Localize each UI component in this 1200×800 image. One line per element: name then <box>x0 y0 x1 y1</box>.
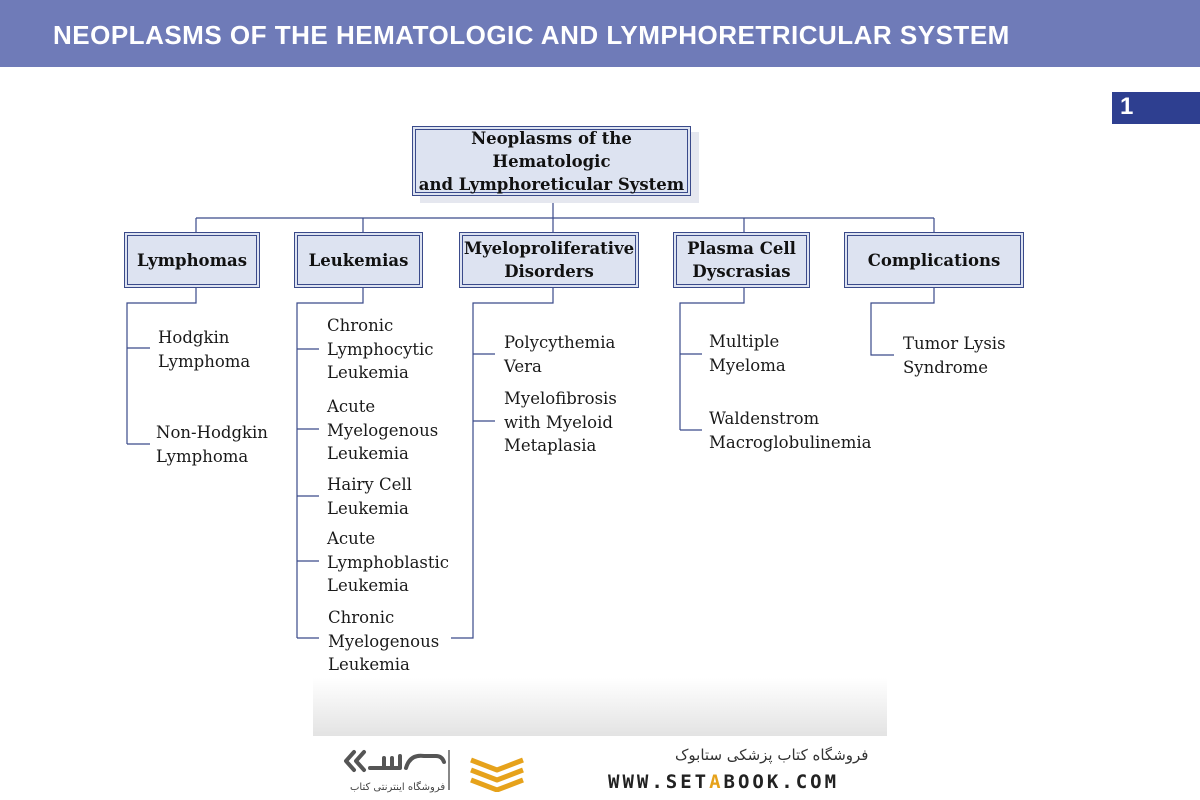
leaf-item: Multiple Myeloma <box>709 332 786 375</box>
leaf-item: Acute Myelogenous Leukemia <box>327 397 439 463</box>
page-title: NEOPLASMS OF THE HEMATOLOGIC AND LYMPHOR… <box>53 20 1010 50</box>
leaf-item: Acute Lymphoblastic Leukemia <box>327 529 450 595</box>
leaf-item: Waldenstrom Macroglobulinemia <box>709 409 872 452</box>
leaf-item: Hodgkin Lymphoma <box>158 328 251 371</box>
bottom-fade <box>313 678 887 736</box>
leaf-item: Non-Hodgkin Lymphoma <box>156 423 268 466</box>
setabook-logo-icon <box>344 750 450 790</box>
logo-subtitle: فروشگاه اینترنتی کتاب <box>350 782 446 793</box>
store-url-post: BOOK.COM <box>723 771 840 793</box>
root-node-line-2: and Lymphoreticular System <box>418 174 685 194</box>
root-node: Neoplasms of the Hematologic and Lymphor… <box>412 126 691 196</box>
store-url-accent: A <box>709 771 724 793</box>
category-label: Leukemias <box>308 250 409 270</box>
page-header: NEOPLASMS OF THE HEMATOLOGIC AND LYMPHOR… <box>0 0 1200 67</box>
leaf-item: Tumor Lysis Syndrome <box>903 334 1006 377</box>
category-node-5: Complications <box>844 232 1024 288</box>
leaf-item: Chronic Myelogenous Leukemia <box>328 608 440 674</box>
category-label: Myeloproliferative Disorders <box>463 239 635 281</box>
leaf-item: Polycythemia Vera <box>504 333 616 376</box>
category-label: Plasma Cell Dyscrasias <box>687 239 796 281</box>
leaf-item: Chronic Lymphocytic Leukemia <box>327 316 434 382</box>
store-url-pre: WWW.SET <box>608 771 710 793</box>
store-url[interactable]: WWW.SETABOOK.COM <box>608 771 839 793</box>
category-node-4: Plasma Cell Dyscrasias <box>673 232 810 288</box>
store-name: فروشگاه کتاب پزشکی ستابوک <box>675 746 869 764</box>
category-node-2: Leukemias <box>294 232 423 288</box>
category-label: Lymphomas <box>136 250 248 270</box>
category-label: Complications <box>867 250 1001 270</box>
category-node-3: Myeloproliferative Disorders <box>459 232 639 288</box>
category-node-1: Lymphomas <box>124 232 260 288</box>
chapter-tab: 1 <box>1112 92 1200 124</box>
leaf-item: Myelofibrosis with Myeloid Metaplasia <box>504 389 617 455</box>
book-logo-icon <box>470 757 524 792</box>
leaf-item: Hairy Cell Leukemia <box>327 475 412 518</box>
chapter-number: 1 <box>1120 93 1134 120</box>
root-node-line-1: Neoplasms of the Hematologic <box>471 128 632 171</box>
